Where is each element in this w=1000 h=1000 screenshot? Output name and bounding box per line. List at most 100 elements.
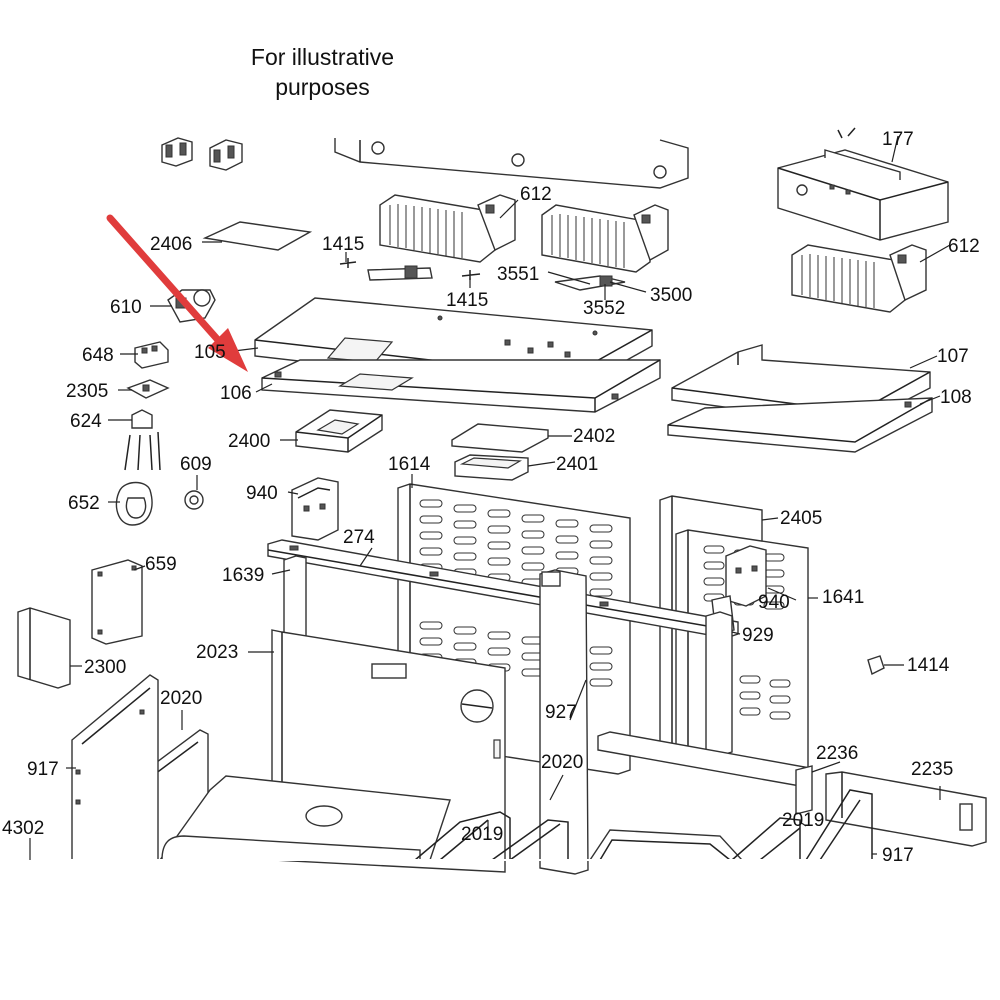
sensor-parts [339,258,626,291]
caption-line-2: purposes [275,74,370,100]
bracket-940-left [291,477,339,541]
vent-slot [521,562,545,571]
callout-177: 177 [882,129,914,150]
vent-slot [555,551,579,560]
callout-3551: 3551 [497,264,539,285]
vent-slot [589,572,613,581]
callout-108: 108 [940,387,972,408]
callout-2406: 2406 [150,234,192,255]
callout-2019-a: 2019 [461,824,503,845]
vent-slot [487,631,511,640]
callout-624: 624 [70,411,102,432]
rail-2236 [597,731,813,815]
leader-lines [29,135,951,860]
caption: For illustrative purposes [200,42,445,102]
vent-slot [453,552,477,561]
vent-slot [521,530,545,539]
vent-slot [769,711,791,720]
callout-4302: 4302 [2,818,44,839]
caption-line-1: For illustrative [250,44,395,70]
part-1414 [867,655,885,676]
callout-2300: 2300 [84,657,126,678]
callout-2400: 2400 [228,431,270,452]
panel-917-left [71,674,159,861]
vent-slot [589,588,613,597]
vent-slot [555,535,579,544]
callout-3500: 3500 [650,285,692,306]
frame-2300 [17,607,71,689]
vent-slot [739,691,761,700]
callout-940-a: 940 [246,483,278,504]
panel-108 [667,397,933,453]
vent-slot [589,646,613,655]
oven-box-bottom [158,775,873,861]
callout-1641: 1641 [822,587,864,608]
vent-slot [521,514,545,523]
vent-slot [589,556,613,565]
callout-929: 929 [742,625,774,646]
callout-2235: 2235 [911,759,953,780]
callout-612-a: 612 [520,184,552,205]
callout-1414: 1414 [907,655,950,676]
callout-2305: 2305 [66,381,108,402]
blower-fan-3 [791,244,927,313]
vent-slot [739,675,761,684]
vent-slot [763,601,785,610]
post-927 [539,569,589,875]
callout-2020-a: 2020 [160,688,202,709]
vent-slot [589,662,613,671]
post-1639 [283,555,307,645]
callout-610: 610 [110,297,142,318]
callout-2405: 2405 [780,508,822,529]
vent-slot [487,557,511,566]
post-927-cap [541,571,561,587]
tray-2401 [454,454,529,481]
callout-648: 648 [82,345,114,366]
blower-fan-2 [541,204,669,273]
vent-slot [453,642,477,651]
callout-105: 105 [194,342,226,363]
vent-slot [453,520,477,529]
callout-917-a: 917 [27,759,59,780]
callout-labels: 177 612 612 2406 1415 1415 3551 3552 350… [2,129,980,866]
callout-2023: 2023 [196,642,238,663]
callout-3552: 3552 [583,298,625,319]
vent-slot [419,515,443,524]
highlight-arrow [106,214,248,372]
callout-1614: 1614 [388,454,431,475]
callout-652: 652 [68,493,100,514]
vent-slot [589,540,613,549]
post-929 [705,611,733,757]
callout-612-b: 612 [948,236,980,257]
vent-slot [419,637,443,646]
relay-parts [161,137,243,171]
callout-1415-a: 1415 [322,234,364,255]
callout-927: 927 [545,702,577,723]
vent-slot [739,707,761,716]
panel-106[interactable] [261,359,661,413]
vent-slot [419,547,443,556]
callout-2402: 2402 [573,426,615,447]
vent-slot [769,695,791,704]
callout-2236: 2236 [816,743,858,764]
blower-fan-1 [379,194,516,263]
vent-slot [487,541,511,550]
callout-2019-b: 2019 [782,810,824,831]
vent-slot [419,621,443,630]
vent-slot [703,577,725,586]
vent-slot [589,678,613,687]
callout-2020-b: 2020 [541,752,583,773]
plate-2402 [451,423,549,453]
callout-2401: 2401 [556,454,598,475]
callout-107: 107 [937,346,969,367]
vent-slot [703,545,725,554]
vent-slot [769,679,791,688]
callout-609: 609 [180,454,212,475]
vent-slot [589,524,613,533]
rail-2235 [825,771,987,847]
tray-2400 [295,409,383,453]
vent-slot [419,499,443,508]
left-small-parts [115,341,204,526]
callout-1415-b: 1415 [446,290,488,311]
